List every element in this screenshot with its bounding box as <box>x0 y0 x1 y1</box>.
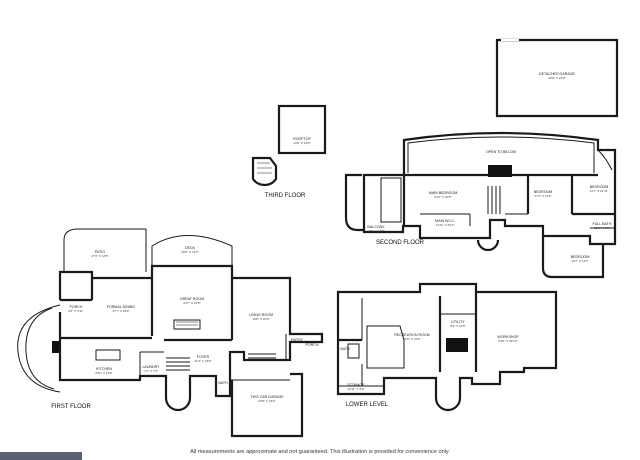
living-room-dim: 18'8" X 20'0" <box>252 317 269 321</box>
laundry-dim: 7'1" X 7'5" <box>144 369 158 373</box>
disclaimer-text: All measurements are approximate and not… <box>190 449 450 455</box>
bedroom-4-dim: 16'7" X 14'3" <box>571 259 588 263</box>
utility-name: UTILITY <box>451 320 465 324</box>
rooftop-dim: 13'0" X 18'0" <box>293 141 310 145</box>
bedroom-3-dim: 14'7" X 21'11" <box>590 189 609 193</box>
deck-name: DECK <box>185 246 196 250</box>
kitchen-dim: 20'2" X 18'0" <box>95 371 112 375</box>
balcony-dim: 17'6" X 17'7" <box>367 229 384 233</box>
main-wic-name: MAIN W.I.C. <box>435 219 455 223</box>
workshop-dim: 20'5" X 32'10" <box>498 339 517 343</box>
first-floor: PATIO 27'0" X 18'5" DECK 25'0" X 11'3" P… <box>17 228 324 438</box>
main-bedroom-name: MAIN BEDROOM <box>429 191 458 195</box>
detached-garage-dim: 28'0" X 23'0" <box>548 76 565 80</box>
lower-level-label: LOWER LEVEL <box>346 402 389 408</box>
laundry-name: LAUNDRY <box>142 365 160 369</box>
main-wic-dim: 14'11" X 5'10" <box>436 223 455 227</box>
patio-dim: 27'0" X 18'5" <box>91 254 108 258</box>
formal-dining-name: FORMAL DINING <box>107 305 136 309</box>
bedroom-2-name: BEDROOM <box>534 190 553 194</box>
bedroom-2-dim: 17'4" X 11'9" <box>534 194 551 198</box>
bath-lower-name: BATH <box>340 347 350 351</box>
bedroom-4-name: BEDROOM <box>571 255 590 259</box>
entry-name: ENTRY <box>291 338 304 342</box>
two-car-garage-name: TWO CAR GARAGE <box>250 395 284 399</box>
third-floor-label: THIRD FLOOR <box>265 193 306 199</box>
storage-dim: 10'11" X 3'8" <box>347 387 364 391</box>
open-to-below-label: OPEN TO BELOW <box>486 150 517 154</box>
great-room-name: GREAT ROOM <box>180 297 204 301</box>
recreation-room-name: RECREATION ROOM <box>394 333 429 337</box>
deck-dim: 25'0" X 11'3" <box>181 250 198 254</box>
full-bath-name: FULL BATH <box>593 222 612 226</box>
two-car-garage-dim: 20'8" X 23'0" <box>258 399 275 403</box>
foyer-name: FOYER <box>197 355 210 359</box>
foyer-dim: 21'4" X 23'6" <box>194 359 211 363</box>
third-floor: ROOFTOP 13'0" X 18'0" THIRD FLOOR <box>251 104 327 199</box>
porch-2-name: PORCH <box>306 343 319 347</box>
great-room-dim: 24'7" X 19'5" <box>183 301 200 305</box>
full-bath-dim: 11'1" X 9'8" <box>594 226 610 230</box>
second-floor-label: SECOND FLOOR <box>376 240 425 246</box>
lower-level: RECREATION ROOM 22'6" X 31'6" UTILITY 8'… <box>336 282 558 412</box>
second-floor: OPEN TO BELOW MAIN BEDROOM 24'0" X 20'5"… <box>344 131 617 279</box>
bath-first-name: BATH <box>218 381 228 385</box>
porch-1-dim: 9'4" X 5'11" <box>68 309 84 313</box>
utility-dim: 8'3" X 11'5" <box>450 324 466 328</box>
storage-name: STORAGE <box>347 383 365 387</box>
first-floor-label: FIRST FLOOR <box>51 404 91 410</box>
recreation-room-dim: 22'6" X 31'6" <box>403 337 420 341</box>
brand-bar <box>0 452 82 460</box>
porch-1-name: PORCH <box>70 305 83 309</box>
kitchen-name: KITCHEN <box>96 367 112 371</box>
bedroom-3-name: BEDROOM <box>590 185 609 189</box>
workshop-name: WORKSHOP <box>497 335 519 339</box>
patio-name: PATIO <box>95 250 105 254</box>
rooftop-name: ROOFTOP <box>293 137 311 141</box>
main-bedroom-dim: 24'0" X 20'5" <box>434 195 451 199</box>
balcony-name: BALCONY <box>367 225 385 229</box>
formal-dining-dim: 17'7" X 18'6" <box>112 309 129 313</box>
detached-garage: DETACHED GARAGE 28'0" X 23'0" <box>495 38 619 118</box>
detached-garage-name: DETACHED GARAGE <box>539 72 575 76</box>
living-room-name: LIVING ROOM <box>249 313 273 317</box>
